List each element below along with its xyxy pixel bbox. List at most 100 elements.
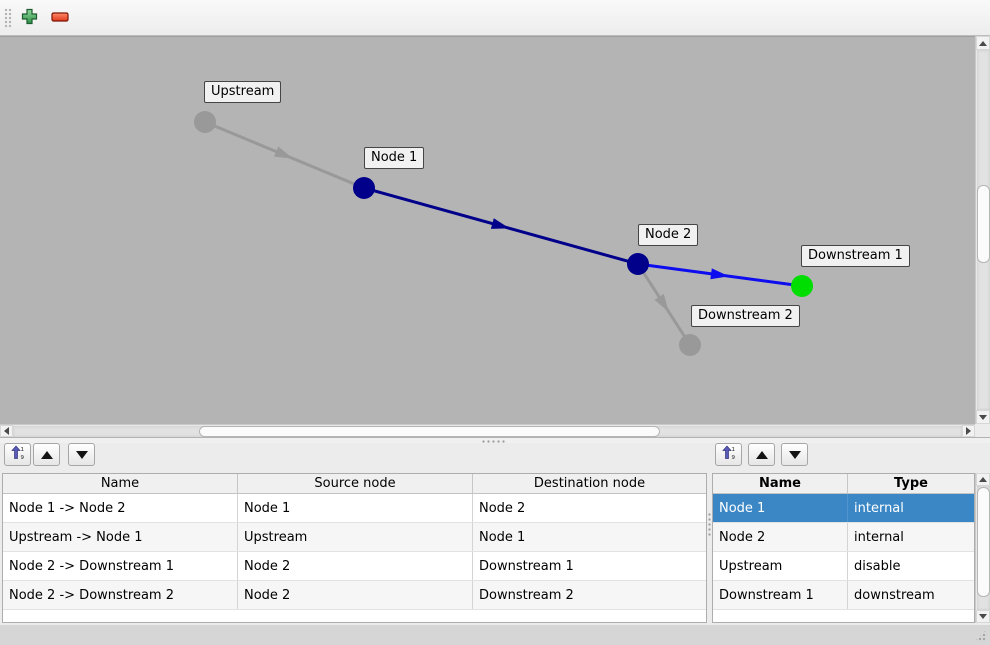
vscroll-thumb[interactable] <box>977 185 990 263</box>
graph-svg <box>194 111 813 356</box>
move-down-icon <box>75 450 88 459</box>
table-cell[interactable]: Node 1 -> Node 2 <box>3 494 238 522</box>
svg-text:9: 9 <box>21 455 25 460</box>
add-node-button[interactable] <box>18 8 40 29</box>
column-header[interactable]: Name <box>713 474 848 493</box>
node-label[interactable]: Node 1 <box>364 147 425 169</box>
down-arrow-icon <box>979 614 987 619</box>
node-label[interactable]: Upstream <box>204 81 282 103</box>
table-row[interactable]: Upstream disable <box>713 552 974 581</box>
table-cell[interactable]: Downstream 1 <box>479 558 574 574</box>
table-header-row: Name Type <box>713 474 974 494</box>
scroll-up-button[interactable] <box>976 36 990 50</box>
table-cell[interactable]: Node 2 -> Downstream 2 <box>3 581 238 609</box>
table-cell[interactable]: Upstream <box>238 523 473 551</box>
edge-arrow-icon <box>274 146 293 159</box>
sort-ascending-icon: 1 9 <box>10 445 25 464</box>
empty-row <box>3 610 706 622</box>
table-cell[interactable]: internal <box>854 500 904 516</box>
down-arrow-icon <box>979 414 987 420</box>
splitter-handle-icon <box>708 512 711 538</box>
hscroll-thumb[interactable] <box>199 426 660 437</box>
column-header[interactable]: Name <box>3 474 238 493</box>
edge-arrow-icon <box>654 293 669 313</box>
canvas-vscrollbar <box>975 36 990 424</box>
table-row[interactable]: Downstream 1 downstream <box>713 581 974 610</box>
horizontal-splitter[interactable] <box>0 437 990 443</box>
table-cell[interactable]: Upstream -> Node 1 <box>3 523 238 551</box>
remove-node-button[interactable] <box>49 8 71 29</box>
scroll-down-button[interactable] <box>976 610 990 623</box>
up-arrow-icon <box>979 477 987 482</box>
toolbar-drag-handle[interactable] <box>4 8 12 29</box>
table-cell[interactable]: Node 1 <box>238 494 473 522</box>
node-label[interactable]: Downstream 1 <box>801 245 910 267</box>
table-cell[interactable]: Downstream 1 <box>713 581 848 609</box>
sort-ascending-icon: 1 9 <box>721 445 736 464</box>
scroll-left-button[interactable] <box>0 425 13 437</box>
scroll-down-button[interactable] <box>976 410 990 424</box>
graph-node[interactable] <box>353 177 375 199</box>
table-cell[interactable]: Node 1 <box>479 529 526 545</box>
right-arrow-icon <box>966 427 971 435</box>
vertical-splitter[interactable] <box>707 473 712 623</box>
svg-text:1: 1 <box>732 447 736 453</box>
table-cell[interactable]: Node 2 -> Downstream 1 <box>3 552 238 580</box>
edge-arrow-icon <box>710 268 729 280</box>
table-cell[interactable]: Node 2 <box>479 500 526 516</box>
column-header[interactable]: Source node <box>238 474 473 493</box>
nodes-move-down-button[interactable] <box>781 443 808 466</box>
remove-icon <box>51 11 69 27</box>
table-cell[interactable]: internal <box>854 529 904 545</box>
canvas-hscrollbar <box>0 424 975 437</box>
vscroll-thumb[interactable] <box>977 487 990 597</box>
scrollbar-corner <box>975 424 990 437</box>
main-toolbar <box>0 0 990 36</box>
splitter-handle-icon <box>481 440 507 443</box>
column-header[interactable]: Destination node <box>533 476 646 491</box>
graph-node[interactable] <box>627 253 649 275</box>
table-cell[interactable]: Node 1 <box>713 494 848 522</box>
table-cell[interactable]: downstream <box>854 587 935 603</box>
move-down-icon <box>788 450 801 459</box>
edges-move-up-button[interactable] <box>33 443 60 466</box>
window-resize-grip[interactable] <box>974 629 987 642</box>
table-cell[interactable]: Upstream <box>713 552 848 580</box>
table-cell[interactable]: Downstream 2 <box>479 587 574 603</box>
add-icon <box>21 8 38 29</box>
table-row[interactable]: Node 2 internal <box>713 523 974 552</box>
left-arrow-icon <box>4 427 9 435</box>
edges-move-down-button[interactable] <box>68 443 95 466</box>
status-strip <box>0 625 990 645</box>
edges-sort-button[interactable]: 1 9 <box>4 443 31 466</box>
table-cell[interactable]: disable <box>854 558 901 574</box>
nodes-table-vscrollbar <box>975 473 990 623</box>
table-row[interactable]: Node 1 internal <box>713 494 974 523</box>
graph-node[interactable] <box>194 111 216 133</box>
table-cell[interactable]: Node 2 <box>713 523 848 551</box>
nodes-move-up-button[interactable] <box>748 443 775 466</box>
up-arrow-icon <box>979 40 987 46</box>
move-up-icon <box>755 450 768 459</box>
column-header[interactable]: Type <box>894 476 928 491</box>
edge-arrow-icon <box>490 218 510 229</box>
table-cell[interactable]: Node 2 <box>238 552 473 580</box>
table-cell[interactable]: Node 2 <box>238 581 473 609</box>
graph-node[interactable] <box>791 275 813 297</box>
nodes-sort-button[interactable]: 1 9 <box>715 443 742 466</box>
node-label[interactable]: Node 2 <box>638 224 699 246</box>
svg-text:9: 9 <box>732 455 736 460</box>
scroll-up-button[interactable] <box>976 473 990 486</box>
graph-node[interactable] <box>679 334 701 356</box>
svg-text:1: 1 <box>21 447 25 453</box>
move-up-icon <box>40 450 53 459</box>
node-label[interactable]: Downstream 2 <box>691 305 800 327</box>
scroll-right-button[interactable] <box>962 425 975 437</box>
